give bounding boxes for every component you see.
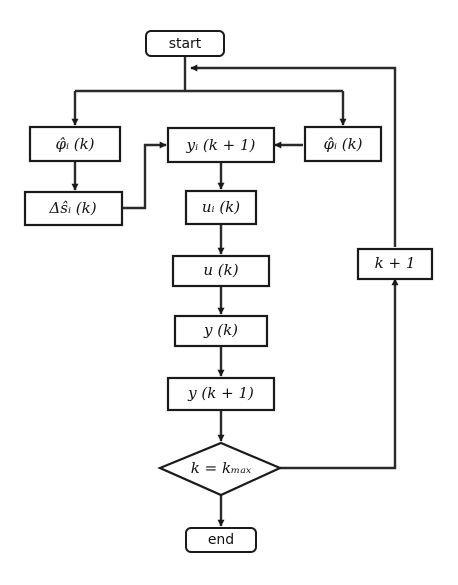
edge-cond-to-kinc [280,278,399,470]
end-label: end [208,532,234,548]
y-node: y (k) [173,314,269,348]
u-node: u (k) [171,254,271,288]
y-next-label: yᵢ (k + 1) [186,136,256,154]
edge-kinc-to-loop [190,64,397,247]
k-increment-node: k + 1 [356,247,434,281]
end-node: end [185,527,257,553]
varphi-hat-node: φ̂ᵢ (k) [303,125,383,163]
y-next-node: yᵢ (k + 1) [166,126,276,164]
varphi-hat-label: φ̂ᵢ (k) [323,135,362,153]
ui-node: uᵢ (k) [184,189,258,226]
condition-label: k = kₘₐₓ [191,459,252,477]
phi-hat-node: φ̂ᵢ (k) [28,125,122,163]
condition-node: k = kₘₐₓ [157,441,283,497]
ui-label: uᵢ (k) [202,198,240,216]
k-increment-label: k + 1 [375,254,416,272]
delta-s-label: Δŝᵢ (k) [48,199,96,217]
y-label: y (k) [203,321,238,339]
phi-hat-label: φ̂ᵢ (k) [55,135,94,153]
edge-ds-to-ynext [122,141,167,210]
y-next-output-node: y (k + 1) [166,376,276,412]
y-next-output-label: y (k + 1) [187,384,254,402]
delta-s-node: Δŝᵢ (k) [23,190,124,227]
start-node: start [145,30,225,57]
start-label: start [169,36,202,52]
edges [71,56,399,527]
u-label: u (k) [203,261,238,279]
